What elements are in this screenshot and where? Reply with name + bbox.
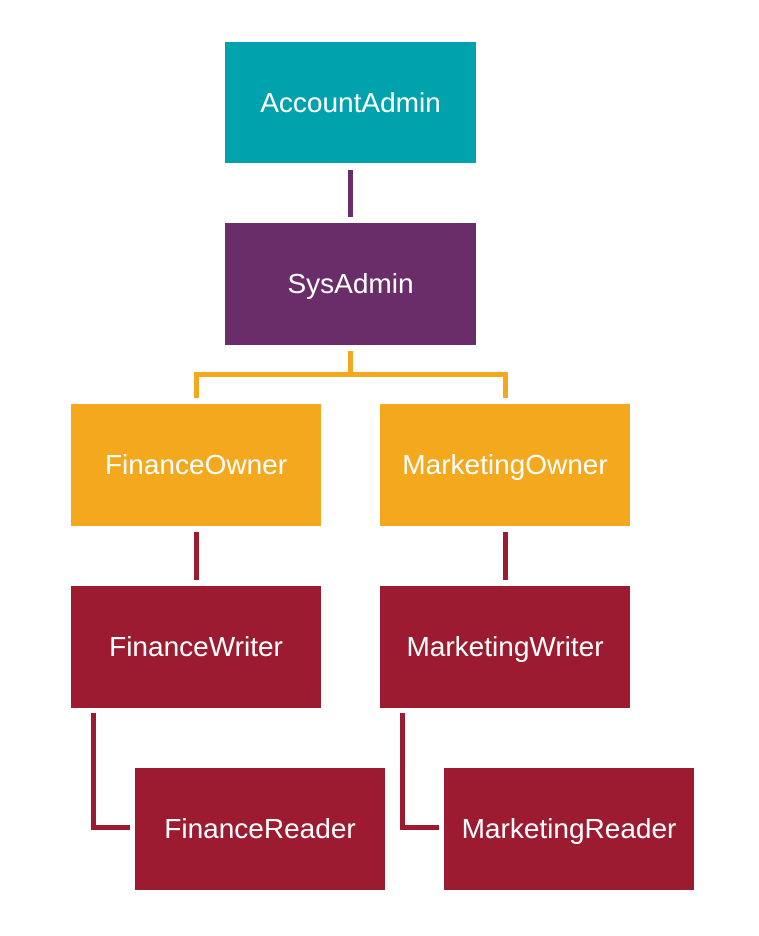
node-label: SysAdmin: [287, 268, 414, 299]
node-finance-owner: FinanceOwner: [71, 404, 321, 526]
connector-finance-writer-reader-v: [91, 713, 96, 830]
connector-sysadmin-stem: [348, 351, 353, 376]
node-marketing-reader: MarketingReader: [444, 768, 694, 890]
node-sys-admin: SysAdmin: [225, 223, 476, 345]
connector-finance-owner-drop: [194, 372, 199, 398]
connector-marketing-owner-drop: [503, 372, 508, 398]
node-finance-reader: FinanceReader: [135, 768, 385, 890]
node-label: AccountAdmin: [260, 86, 441, 118]
connector-owners-bar: [194, 372, 508, 377]
node-label: MarketingReader: [461, 813, 677, 844]
connector-accountadmin-sysadmin: [348, 170, 353, 217]
connector-marketing-writer-reader-h: [400, 825, 439, 830]
connector-marketing-writer-reader-v: [400, 713, 405, 830]
node-label: FinanceWriter: [109, 631, 283, 662]
node-finance-writer: FinanceWriter: [71, 586, 321, 708]
connector-finance-writer-reader-h: [91, 825, 130, 830]
connector-finance-owner-writer: [194, 532, 199, 580]
node-account-admin: AccountAdmin: [225, 42, 476, 163]
node-marketing-owner: MarketingOwner: [380, 404, 630, 526]
node-label: FinanceReader: [164, 813, 356, 844]
node-marketing-writer: MarketingWriter: [380, 586, 630, 708]
node-label: MarketingOwner: [402, 449, 608, 480]
node-label: MarketingWriter: [406, 631, 604, 662]
node-label: FinanceOwner: [104, 449, 288, 480]
connector-marketing-owner-writer: [503, 532, 508, 580]
